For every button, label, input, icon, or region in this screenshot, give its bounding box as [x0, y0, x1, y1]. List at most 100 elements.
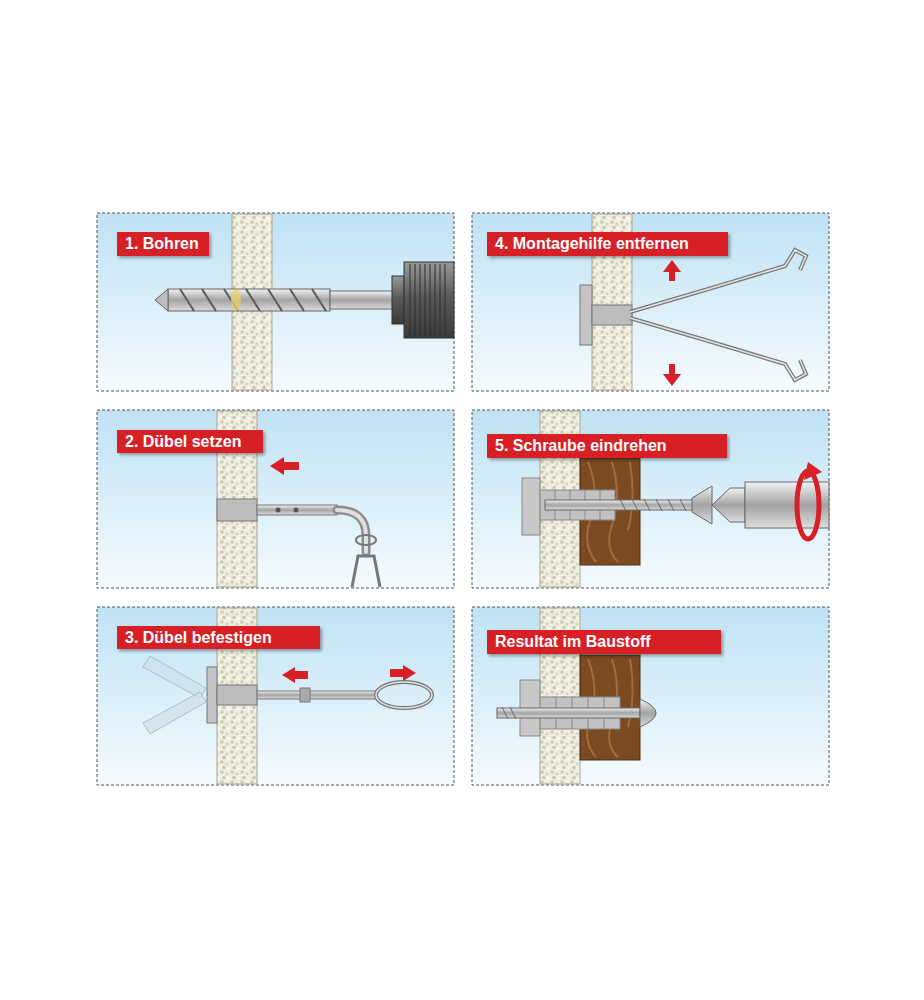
screw-thread [502, 707, 516, 719]
drill [392, 276, 404, 324]
fastening-tool [143, 656, 432, 734]
screw-thread [644, 499, 650, 511]
screw-thread [632, 499, 638, 511]
drill [231, 289, 241, 311]
setting-tool [337, 510, 366, 552]
screw-in [692, 486, 712, 524]
remove-aid [663, 260, 681, 272]
wood-grain [628, 462, 633, 530]
screw-in [522, 458, 829, 565]
setting-tool [294, 508, 299, 513]
panels [472, 607, 829, 785]
step-title: 3. Dübel befestigen [125, 629, 272, 647]
setting-tool [276, 508, 281, 513]
panels [97, 213, 829, 785]
fastening-tool [376, 682, 432, 708]
step-label: 1. Bohren [117, 232, 209, 256]
screw-thread [680, 499, 686, 511]
fastening-tool [217, 685, 257, 705]
screw-thread [502, 707, 508, 719]
remove-aid [630, 250, 806, 312]
setting-tool [283, 462, 299, 470]
drill-flute [290, 289, 304, 311]
setting-tool [352, 556, 380, 587]
drill-flute [180, 289, 326, 311]
fastening-tool [257, 691, 377, 699]
drill [168, 289, 330, 311]
fastening-tool [403, 665, 416, 681]
screw-thread [620, 499, 626, 511]
step-label: 4. Montagehilfe entfernen [487, 232, 728, 256]
fastening-tool [282, 667, 295, 683]
drill [330, 291, 394, 309]
remove-aid [580, 285, 592, 345]
drill-flute [312, 289, 326, 311]
remove-aid [663, 374, 681, 386]
screw-thread [510, 707, 516, 719]
step-title: 4. Montagehilfe entfernen [495, 235, 689, 253]
remove-aid [669, 271, 675, 281]
panels [97, 410, 454, 588]
remove-aid [630, 318, 806, 380]
chuck-ribs [430, 264, 431, 336]
step-label: 2. Dübel setzen [117, 430, 263, 453]
setting-tool [270, 457, 284, 475]
drill-flute [180, 289, 194, 311]
remove-aid [580, 250, 806, 386]
panels [97, 607, 454, 785]
screw-in [545, 500, 695, 510]
chuck-ribs [420, 264, 421, 336]
panels [97, 213, 454, 391]
drill [404, 262, 454, 338]
fastening-tool [390, 669, 404, 677]
screw-thread [620, 499, 686, 511]
drill-flute [268, 289, 282, 311]
setting-tool [257, 505, 337, 515]
step-label: 5. Schraube eindrehen [487, 434, 727, 458]
screw-in [804, 462, 822, 480]
chuck-ribs [410, 264, 411, 336]
step-title: 2. Dübel setzen [125, 433, 241, 451]
chuck-ribs [425, 264, 426, 336]
chuck-ribs [415, 264, 416, 336]
step-label: Resultat im Baustoff [487, 630, 721, 654]
setting-tool [356, 535, 376, 545]
fastening-tool [207, 667, 217, 723]
fastening-tool [300, 688, 310, 702]
step-title: 5. Schraube eindrehen [495, 437, 667, 455]
drill-flute [202, 289, 216, 311]
step-title: Resultat im Baustoff [495, 633, 651, 651]
drill-flute [246, 289, 260, 311]
result [497, 708, 640, 718]
screw-thread [656, 499, 662, 511]
panels [472, 410, 829, 588]
setting-tool [217, 499, 257, 521]
step-title: 1. Bohren [125, 235, 199, 253]
result [497, 655, 656, 760]
fastening-tool [294, 671, 308, 679]
screw-in [522, 478, 540, 535]
chuck-ribs [410, 264, 445, 336]
remove-aid [630, 318, 806, 380]
fastening-tool [143, 656, 206, 698]
remove-aid [630, 250, 806, 312]
remove-aid [669, 364, 675, 375]
screw-in [712, 488, 745, 522]
drill [155, 289, 168, 311]
setting-tool [217, 457, 380, 587]
screw-thread [668, 499, 674, 511]
fastening-tool [143, 692, 206, 734]
screw-in [797, 471, 819, 539]
result [640, 699, 656, 727]
chuck-ribs [435, 264, 436, 336]
remove-aid [592, 305, 632, 325]
step-label: 3. Dübel befestigen [117, 626, 320, 649]
drill [155, 262, 454, 338]
panels [472, 213, 829, 391]
setting-tool [337, 510, 366, 552]
fastening-tool [376, 682, 432, 708]
chuck-ribs [445, 264, 446, 336]
